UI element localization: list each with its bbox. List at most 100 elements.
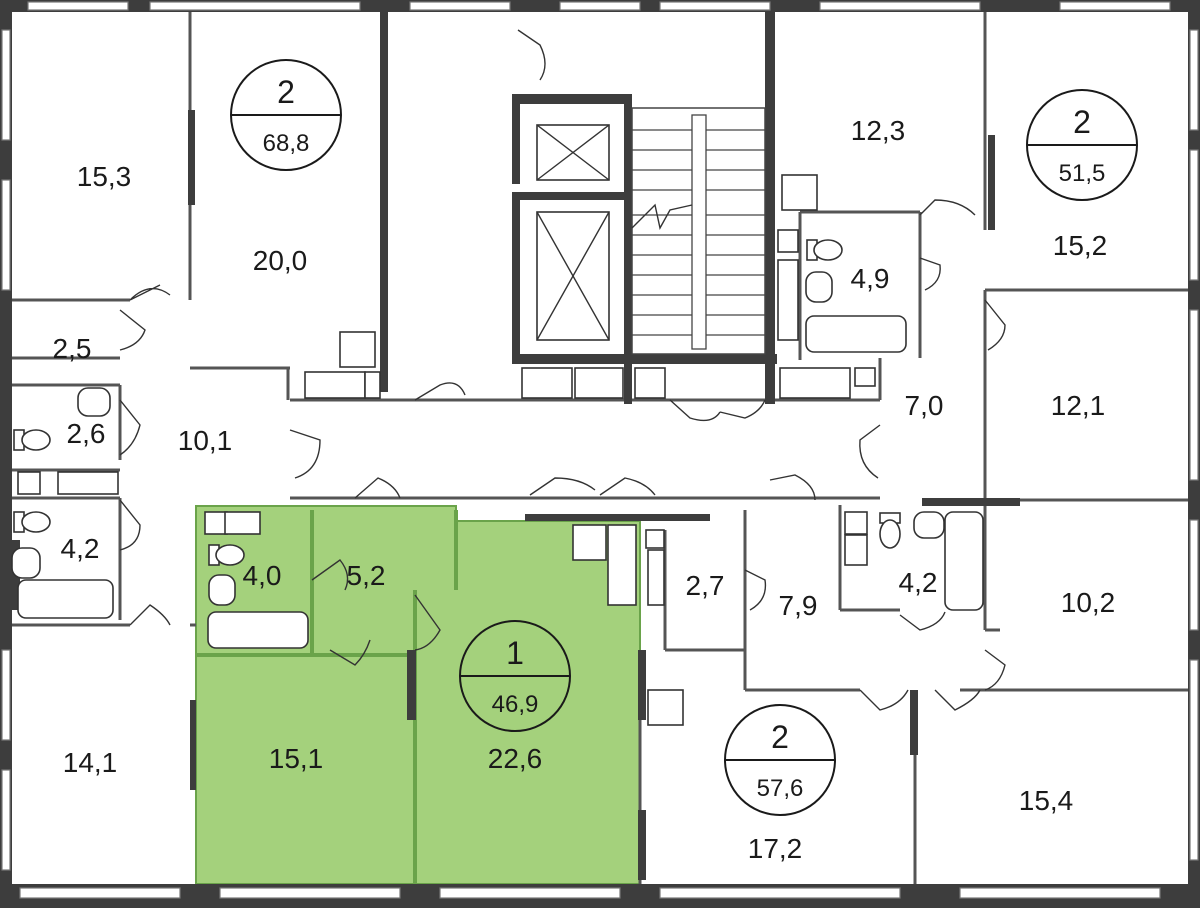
thick-wall [525,514,710,521]
toilet [215,544,245,566]
room-area-label: 7,9 [779,590,818,621]
door [769,474,816,501]
window [659,887,901,899]
bathtub [207,611,309,649]
thick-wall [512,192,520,362]
bathtub [17,579,114,619]
apartment-total-area: 68,8 [263,130,310,157]
counter [645,529,665,549]
room-labels: 15,3 20,0 12,3 15,2 4,9 2,5 2,6 10,1 7,0… [53,115,1116,864]
door [529,477,596,496]
counter [364,371,381,399]
window [559,1,641,11]
counter [574,367,624,399]
toilet [21,429,51,451]
room-area-label: 10,1 [178,425,233,456]
room-area-label: 2,6 [67,418,106,449]
elevator-cross [536,124,610,181]
door [129,604,171,626]
window [1189,659,1199,861]
thick-wall [190,700,196,790]
room-area-label: 4,2 [61,533,100,564]
room-area-label: 22,6 [488,743,543,774]
apartment-badge[interactable]: 2 57,6 [724,704,836,816]
toilet [21,511,51,533]
door [119,309,146,351]
room-area-label: 4,2 [899,567,938,598]
door [984,299,1006,351]
door [919,257,941,291]
kitchen-sink [647,689,684,726]
room-area-label: 15,3 [77,161,132,192]
counter [777,229,799,253]
door [899,611,946,631]
thick-wall [188,110,195,205]
counter [844,534,868,566]
window [1,179,11,291]
thick-wall [512,192,624,200]
sink [913,511,945,539]
window [149,1,361,11]
room-area-label: 17,2 [748,833,803,864]
room-area-label: 4,9 [851,263,890,294]
window [439,887,621,899]
apartment-badge[interactable]: 1 46,9 [459,620,571,732]
door [354,477,401,499]
door [129,284,171,301]
door [599,477,656,496]
apartment-rooms: 2 [1073,104,1091,140]
door [859,424,881,479]
window [1,29,11,141]
counter [224,511,261,535]
window [1189,519,1199,631]
doors [119,29,1006,711]
stair-divider [691,114,707,350]
window [1059,1,1171,11]
counter [607,524,637,606]
counter [647,549,665,606]
window [19,887,181,899]
room-area-label: 15,1 [269,743,324,774]
kitchen-sink [572,524,607,561]
sink [11,547,41,579]
counter [634,367,666,399]
door [744,569,767,611]
window [219,887,401,899]
room-area-label: 12,3 [851,115,906,146]
door [119,499,141,551]
apartment-rooms: 2 [771,719,789,755]
sink [208,574,236,606]
room-area-label: 15,2 [1053,230,1108,261]
apartment-rooms: 1 [506,635,524,671]
door [859,689,909,711]
door [289,429,321,479]
apartment-badge[interactable]: 2 68,8 [230,59,342,171]
apartment-total-area: 51,5 [1059,160,1106,187]
room-area-label: 14,1 [63,747,118,778]
window [959,887,1161,899]
stair-well [631,107,766,355]
room-area-label: 15,4 [1019,785,1074,816]
thick-wall [380,12,388,392]
window [1,649,11,741]
door [414,382,466,401]
room-area-label: 10,2 [1061,587,1116,618]
door [119,399,141,456]
apartment-badge[interactable]: 2 51,5 [1026,89,1138,201]
window [27,1,129,11]
room-area-label: 7,0 [905,390,944,421]
sink [805,271,833,303]
counter [57,471,119,495]
counter [844,511,868,535]
room-area-label: 5,2 [347,560,386,591]
thick-wall [638,650,646,720]
stair-break-line [631,203,693,230]
thick-wall [988,135,995,230]
thick-wall [512,94,520,184]
window [1189,309,1199,481]
door [984,649,1006,691]
window [1,769,11,871]
window [409,1,511,11]
